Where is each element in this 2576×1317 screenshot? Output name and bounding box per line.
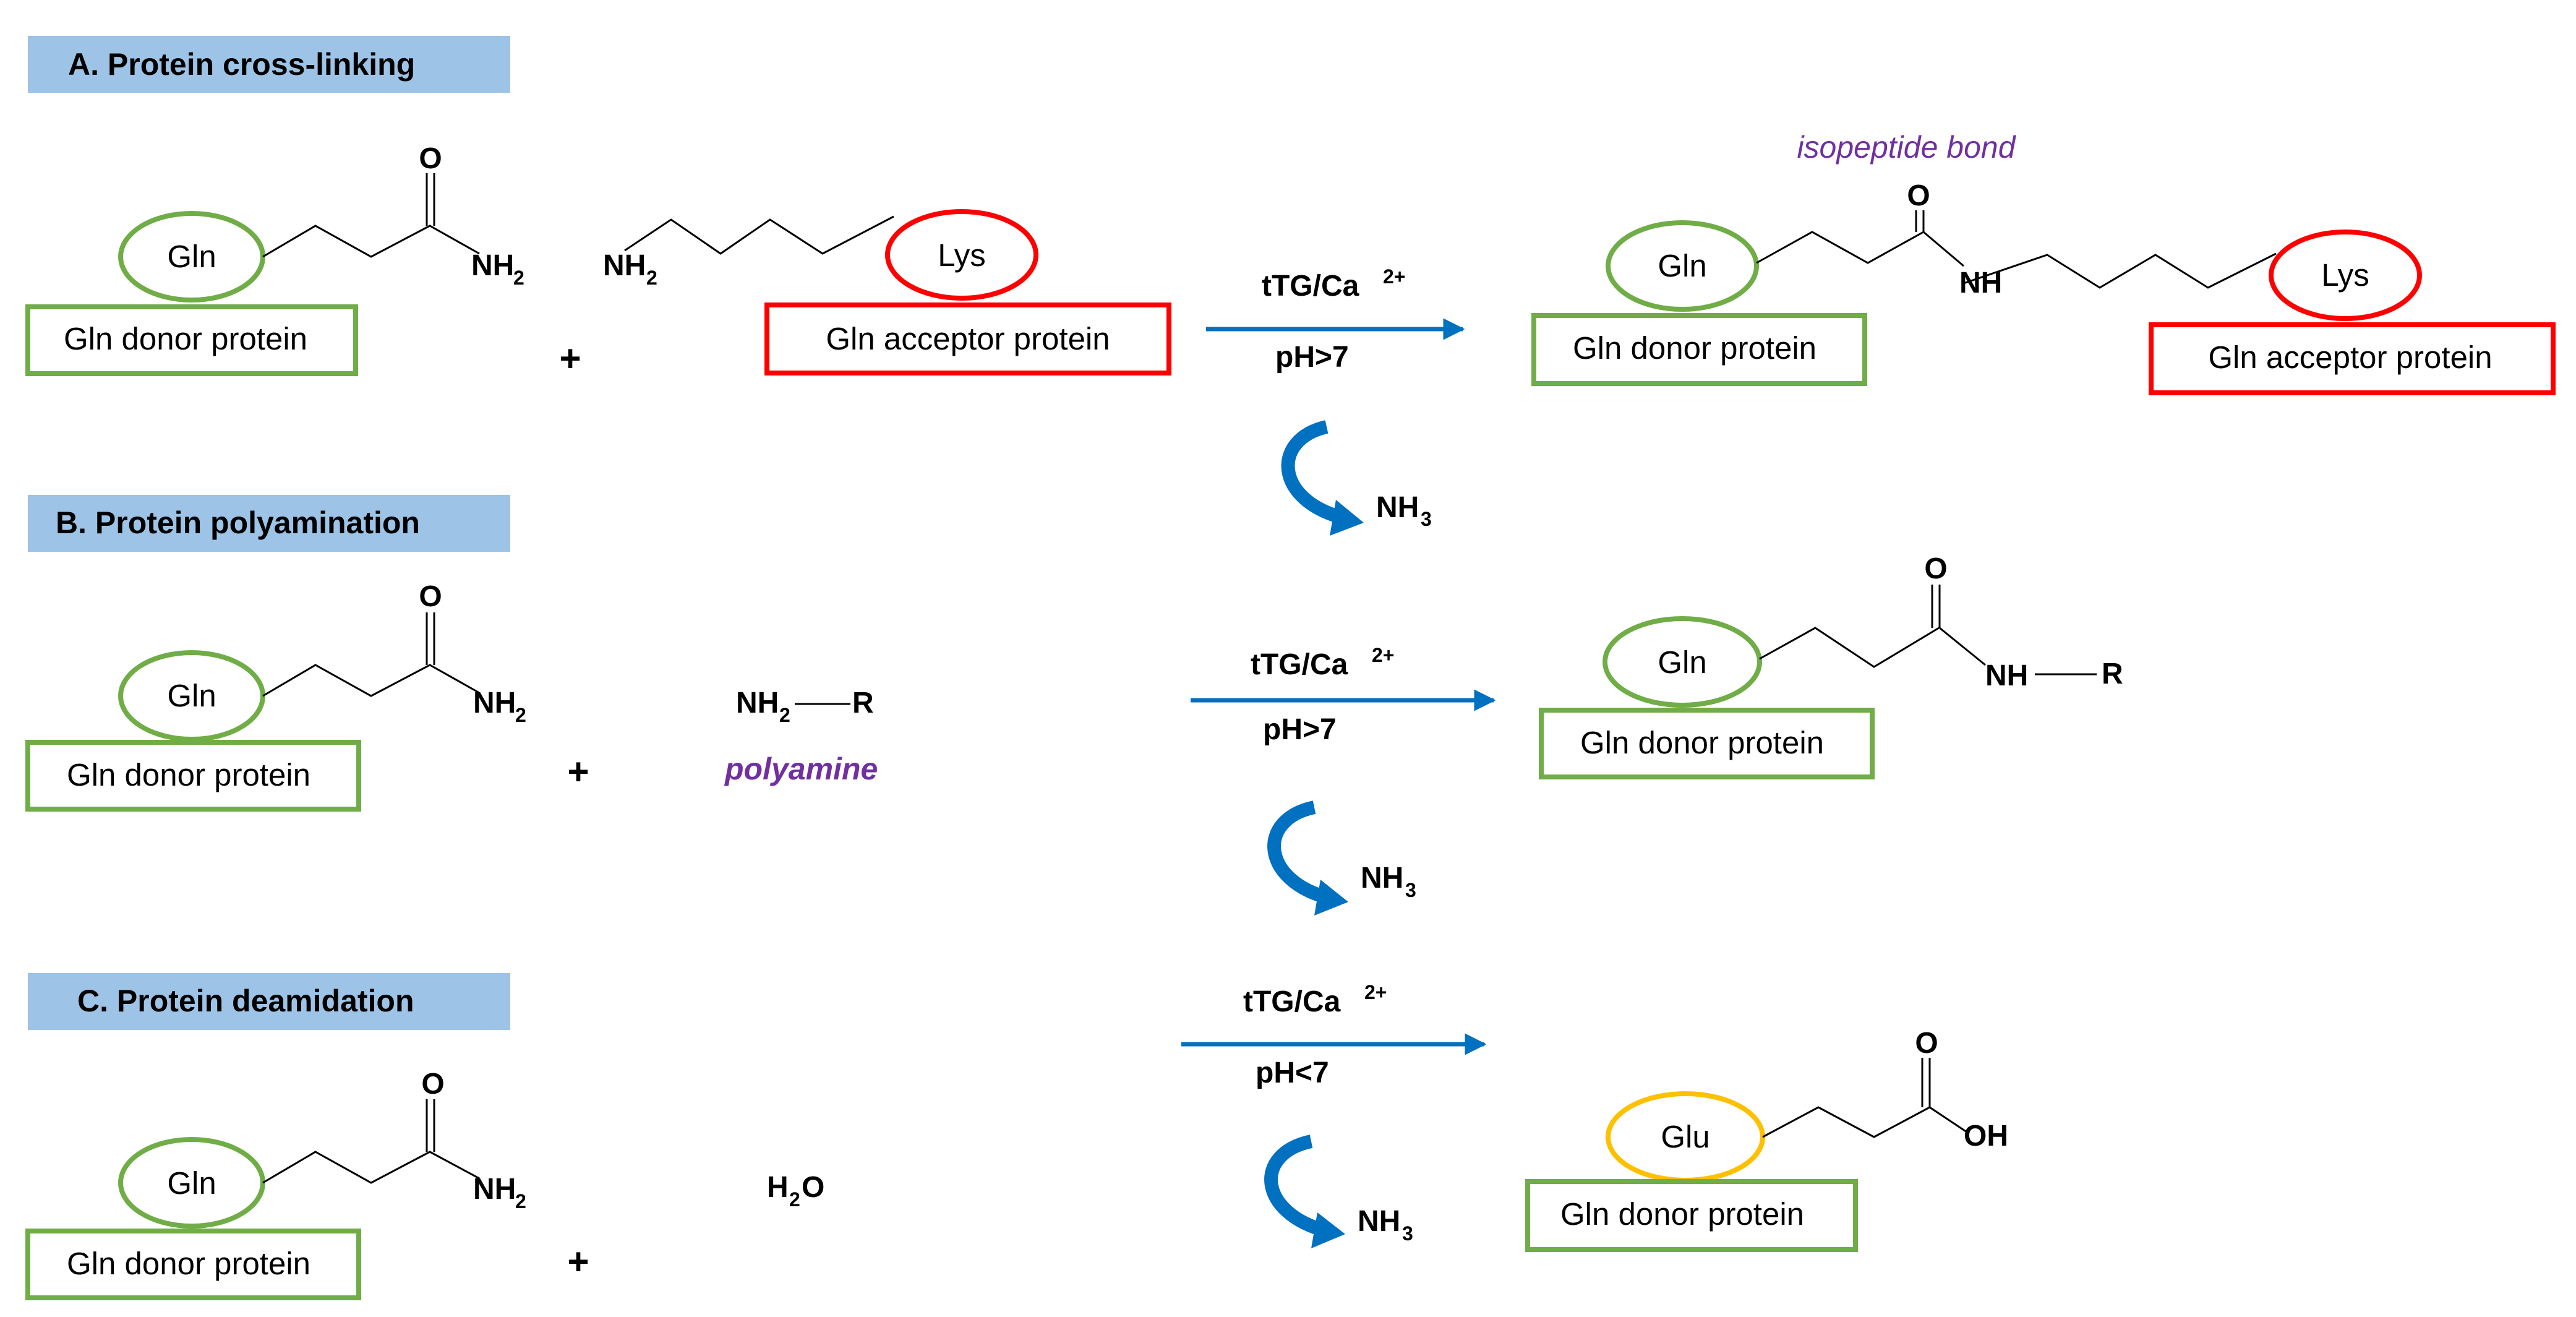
amide-nh-subscript: 2 (515, 1190, 526, 1212)
carbonyl-oxygen-label: O (419, 580, 442, 613)
carboxyl-oh-bond (1929, 1106, 1967, 1133)
product-gln-acceptor-protein-label: Gln acceptor protein (2208, 340, 2492, 375)
polyamine-nh-label: NH (736, 687, 779, 719)
isopeptide-bond-line (1923, 231, 1964, 267)
product-gln-residue-circle (1603, 616, 1762, 708)
enzyme-label: tTG/Ca (1262, 270, 1359, 302)
enzyme-superscript: 2+ (1372, 644, 1394, 666)
product-gln-side-chain-bond (1759, 627, 1940, 668)
glu-residue-label: Glu (1661, 1119, 1709, 1154)
carboxyl-oh-label: OH (1964, 1120, 2008, 1152)
gln-side-chain-bond (262, 664, 480, 697)
lysine-side-chain-bond (624, 215, 894, 255)
amide-nh-subscript: 2 (515, 704, 526, 726)
section-b-header-band (28, 495, 510, 552)
carbonyl-oxygen-label: O (419, 142, 442, 175)
enzyme-superscript: 2+ (1364, 981, 1387, 1003)
lys-residue-circle (885, 209, 1038, 301)
amide-nh-label: NH (473, 1173, 516, 1206)
amide-nh-subscript: 2 (513, 267, 524, 289)
product-gln-residue-circle (1606, 220, 1759, 312)
product-gln-donor-protein-box (1525, 1179, 1858, 1252)
water-o-label: O (802, 1171, 824, 1204)
enzyme-superscript: 2+ (1383, 265, 1405, 288)
ph-condition-label: pH>7 (1263, 713, 1337, 746)
ammonia-release-arrowhead (1311, 1212, 1345, 1248)
ammonia-label: NH (1376, 491, 1419, 524)
ammonia-release-arrowhead (1314, 880, 1348, 916)
amide-nh-label: NH (473, 687, 516, 719)
gln-side-chain-bond (262, 1151, 480, 1184)
section-a-cross-linking: A. Protein cross-linking Gln Gln donor p… (25, 36, 2556, 536)
isopeptide-bond-annotation: isopeptide bond (1797, 130, 2016, 165)
carbonyl-oxygen-label: O (421, 1068, 444, 1100)
gln-donor-protein-label: Gln donor protein (67, 1246, 310, 1281)
enzyme-label: tTG/Ca (1243, 985, 1341, 1018)
section-c-header: C. Protein deamidation (77, 984, 414, 1018)
enzyme-label: tTG/Ca (1251, 648, 1348, 681)
ammonia-label: NH (1358, 1205, 1400, 1238)
product-gln-residue-label: Gln (1658, 248, 1706, 283)
gln-donor-protein-label: Gln donor protein (64, 321, 307, 356)
gln-donor-protein-box (25, 740, 361, 812)
product-carbonyl-oxygen-label: O (1907, 179, 1930, 212)
ammonia-label: NH (1361, 862, 1403, 894)
product-nh-label: NH (1985, 659, 2028, 692)
product-gln-donor-protein-box (1531, 313, 1867, 386)
polyamine-r-label: R (852, 687, 874, 719)
water-subscript: 2 (789, 1188, 800, 1211)
lys-residue-label: Lys (938, 238, 985, 273)
amide-nh-label: NH (471, 249, 514, 282)
ammonia-release-arrowhead (1330, 500, 1364, 536)
gln-residue-label: Gln (167, 678, 216, 713)
lysine-amine-subscript: 2 (646, 267, 657, 289)
plus-sign: + (567, 1241, 589, 1282)
product-gln-donor-protein-box (1539, 708, 1875, 779)
gln-side-chain-bond (262, 225, 480, 258)
section-b-polyamination: B. Protein polyamination Gln Gln donor p… (25, 495, 2123, 916)
product-carbonyl-oxygen-label: O (1924, 552, 1947, 585)
section-a-header: A. Protein cross-linking (68, 47, 415, 82)
plus-sign: + (567, 751, 589, 792)
gln-donor-protein-box (25, 304, 358, 376)
gln-residue-label: Gln (167, 239, 216, 274)
product-gln-acceptor-protein-box (2149, 322, 2556, 395)
product-gln-residue-label: Gln (1658, 645, 1706, 680)
ph-condition-label: pH>7 (1275, 341, 1349, 374)
glu-side-chain-bond (1762, 1106, 1930, 1138)
ph-condition-label: pH<7 (1256, 1057, 1329, 1089)
product-gln-donor-protein-label: Gln donor protein (1580, 725, 1824, 760)
lysine-amine-label: NH (603, 249, 646, 282)
polyamine-annotation: polyamine (724, 752, 878, 786)
ammonia-release-arrow (1264, 1135, 1329, 1238)
polyamine-nh-subscript: 2 (779, 704, 790, 726)
ammonia-release-arrow (1267, 800, 1332, 905)
gln-acceptor-protein-label: Gln acceptor protein (826, 321, 1110, 356)
ammonia-release-arrow (1281, 420, 1347, 525)
gln-acceptor-protein-box (764, 302, 1171, 375)
product-lys-residue-label: Lys (2321, 257, 2369, 293)
product-amide-bond (1939, 627, 1986, 666)
product-gln-donor-protein-label: Gln donor protein (1560, 1196, 1804, 1232)
product-lysine-side-chain-bond (1963, 252, 2277, 289)
section-c-deamidation: C. Protein deamidation Gln Gln donor pro… (25, 973, 2008, 1300)
ammonia-subscript: 3 (1402, 1222, 1413, 1245)
gln-residue-label: Gln (167, 1165, 216, 1201)
product-gln-donor-protein-label: Gln donor protein (1573, 330, 1816, 366)
product-lys-residue-circle (2269, 230, 2422, 321)
water-h-label: H (767, 1171, 789, 1204)
ammonia-subscript: 3 (1421, 508, 1432, 530)
ammonia-subscript: 3 (1405, 879, 1416, 901)
plus-sign: + (559, 338, 581, 379)
section-c-header-band (28, 973, 510, 1030)
section-a-header-band (28, 36, 510, 93)
product-gln-side-chain-bond (1756, 231, 1924, 264)
product-r-label: R (2102, 658, 2123, 690)
section-b-header: B. Protein polyamination (56, 505, 420, 540)
gln-donor-protein-label: Gln donor protein (67, 757, 310, 792)
carboxyl-oxygen-label: O (1915, 1027, 1938, 1060)
gln-donor-protein-box (25, 1229, 361, 1300)
